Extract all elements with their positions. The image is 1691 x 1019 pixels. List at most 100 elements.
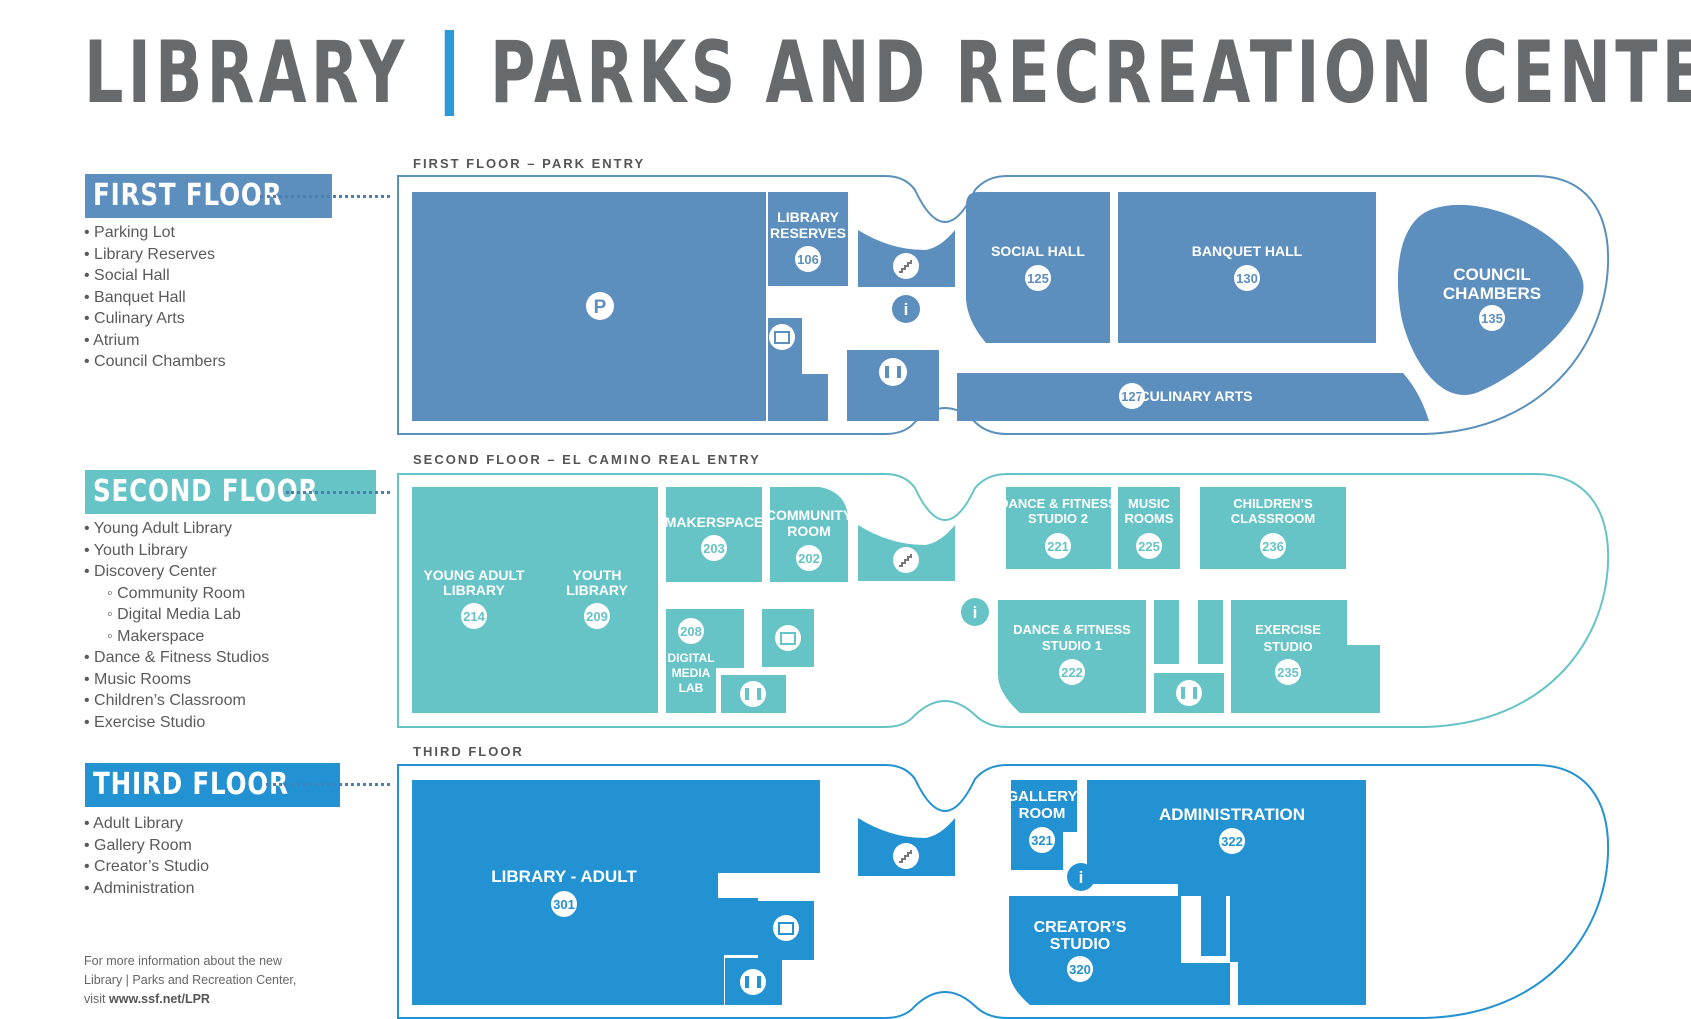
- room-235-number: 235: [1277, 665, 1299, 680]
- list-item: ◦ Community Room: [107, 584, 246, 602]
- room-106-number: 106: [797, 252, 819, 267]
- third-floor-list: • Adult Library • Gallery Room • Creator…: [84, 813, 209, 899]
- list-item: • Discovery Center: [84, 563, 217, 580]
- room-222-number: 222: [1061, 665, 1083, 680]
- info-symbol: i: [904, 300, 909, 319]
- room-139-number: 139: [1413, 222, 1435, 237]
- room-321[interactable]: [1011, 780, 1077, 870]
- elevator-icon: [769, 324, 795, 350]
- third-floor-heading: THIRD FLOOR: [85, 763, 340, 807]
- room-203-number: 203: [703, 541, 725, 556]
- title-divider: [444, 30, 455, 116]
- info-icon: [1067, 863, 1095, 891]
- room-135[interactable]: [1397, 204, 1584, 395]
- room-209-label: LIBRARY: [566, 582, 628, 598]
- info-symbol: i: [973, 603, 978, 622]
- room-222[interactable]: [998, 600, 1146, 713]
- room-221-number: 221: [1047, 539, 1069, 554]
- list-item: • Children’s Classroom: [84, 692, 246, 709]
- website-link[interactable]: www.ssf.net/LPR: [109, 992, 210, 1006]
- room-202[interactable]: [770, 487, 848, 582]
- room-208-label: MEDIA: [672, 666, 711, 680]
- third-floor-leader: [266, 783, 390, 786]
- room-221-label: STUDIO 2: [1028, 511, 1088, 526]
- room-236-label: CHILDREN’S: [1233, 496, 1313, 511]
- list-item: • Banquet Hall: [84, 288, 186, 306]
- list-item: ◦ Digital Media Lab: [107, 606, 241, 623]
- map-label-first-floor: FIRST FLOOR – PARK ENTRY: [413, 156, 646, 171]
- room-235-label: EXERCISE: [1255, 622, 1321, 637]
- room-214-label: LIBRARY: [443, 582, 505, 598]
- room-127-number: 127: [1121, 389, 1143, 404]
- map-label-third-floor: THIRD FLOOR: [413, 744, 524, 759]
- info-icon: [961, 598, 989, 626]
- room-320[interactable]: [1009, 896, 1181, 1005]
- parking-icon: [586, 292, 614, 320]
- list-item: • Creator’s Studio: [84, 858, 210, 875]
- room-208-number: 208: [680, 624, 702, 639]
- room-203-label: MAKERSPACE: [665, 514, 764, 530]
- list-item: • Parking Lot: [84, 224, 175, 241]
- elevator-icon: [775, 625, 801, 651]
- corridor-room-c: [1201, 896, 1226, 956]
- room-236-number: 236: [1262, 539, 1284, 554]
- first-floor-list: • Parking Lot • Library Reserves • Socia…: [84, 222, 226, 373]
- note-line: Library | Parks and Recreation Center,: [84, 973, 297, 987]
- room-222-label: STUDIO 1: [1042, 638, 1102, 653]
- room-106-label: RESERVES: [770, 225, 846, 241]
- list-item: • Atrium: [84, 331, 140, 349]
- room-321-label: ROOM: [1019, 805, 1066, 822]
- room-135-label: CHAMBERS: [1443, 284, 1541, 303]
- room-209-number: 209: [586, 609, 608, 624]
- room-320-number: 320: [1069, 962, 1091, 977]
- note-line: visit www.ssf.net/LPR: [84, 990, 296, 1009]
- list-item: ◦ Makerspace: [107, 627, 205, 645]
- first-floor-leader: [260, 195, 390, 198]
- room-106-label: LIBRARY: [777, 209, 839, 225]
- room-203[interactable]: [666, 487, 762, 582]
- list-item: • Library Reserves: [84, 245, 215, 263]
- parking-symbol: P: [594, 297, 607, 318]
- room-135-number: 135: [1481, 311, 1503, 326]
- room-130-label: BANQUET HALL: [1192, 243, 1303, 259]
- page-title: LIBRARY PARKS AND RECREATION CENTER: [84, 23, 1691, 123]
- room-236-label: CLASSROOM: [1231, 511, 1316, 526]
- list-item: • Administration: [84, 879, 195, 897]
- room-225-label: MUSIC: [1128, 496, 1171, 511]
- restroom-icon: [740, 681, 766, 707]
- room-225-number: 225: [1138, 539, 1160, 554]
- list-item: • Exercise Studio: [84, 713, 206, 731]
- note-line: For more information about the new: [84, 954, 283, 968]
- room-202-label: ROOM: [787, 523, 831, 539]
- title-library: LIBRARY: [84, 23, 409, 123]
- first-floor-map: P LIBRARY RESERVES 106 i SOCIAL HALL 125…: [397, 175, 1610, 435]
- list-item: • Music Rooms: [84, 670, 191, 688]
- room-127[interactable]: [957, 373, 1429, 421]
- room-320-label: STUDIO: [1050, 936, 1110, 953]
- corridor-room-b: [1198, 600, 1223, 664]
- room-225-label: ROOMS: [1124, 511, 1173, 526]
- room-214-number: 214: [463, 609, 485, 624]
- corridor-room-a: [1154, 600, 1179, 664]
- room-322-label: ADMINISTRATION: [1159, 805, 1305, 824]
- room-130-number: 130: [1236, 271, 1258, 286]
- room-301[interactable]: [412, 780, 820, 1005]
- room-322-number: 322: [1221, 834, 1243, 849]
- restroom-icon: [879, 358, 907, 386]
- room-301-label: LIBRARY - ADULT: [491, 867, 637, 886]
- room-321-number: 321: [1031, 833, 1053, 848]
- second-floor-leader: [286, 491, 390, 494]
- list-item: • Young Adult Library: [84, 520, 232, 537]
- room-322[interactable]: [1087, 780, 1366, 1005]
- restroom-icon: [1176, 680, 1202, 706]
- list-item: • Gallery Room: [84, 836, 192, 854]
- room-202-label: COMMUNITY: [766, 507, 853, 523]
- room-235[interactable]: [1231, 600, 1380, 713]
- room-235-label: STUDIO: [1263, 639, 1312, 654]
- room-135-label: COUNCIL: [1453, 265, 1530, 284]
- second-floor-map: YOUNG ADULT LIBRARY 214 YOUTH LIBRARY 20…: [397, 473, 1610, 728]
- room-320-label: CREATOR’S: [1034, 919, 1127, 936]
- young-adult-youth-library[interactable]: [412, 487, 658, 713]
- restroom-icon: [740, 969, 766, 995]
